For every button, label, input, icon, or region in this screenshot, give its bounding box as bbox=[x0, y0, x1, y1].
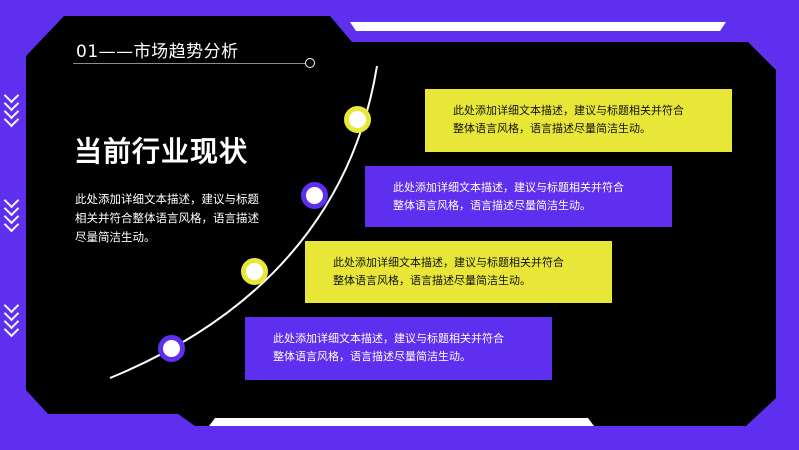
card-text-line: 此处添加详细文本描述，建议与标题相关并符合 bbox=[333, 256, 564, 269]
card-text-line: 此处添加详细文本描述，建议与标题相关并符合 bbox=[273, 332, 504, 345]
top-accent-bar bbox=[350, 22, 726, 31]
card-text-line: 此处添加详细文本描述，建议与标题相关并符合 bbox=[393, 181, 624, 194]
card-text-line: 整体语言风格，语言描述尽量简洁生动。 bbox=[393, 199, 591, 212]
text-card-3: 此处添加详细文本描述，建议与标题相关并符合 整体语言风格，语言描述尽量简洁生动。 bbox=[305, 241, 612, 303]
chevron-group-3 bbox=[3, 297, 22, 338]
text-card-2: 此处添加详细文本描述，建议与标题相关并符合 整体语言风格，语言描述尽量简洁生动。 bbox=[365, 166, 672, 227]
title-underline bbox=[73, 63, 309, 64]
section-number: 01 bbox=[76, 42, 99, 62]
section-title-text: 市场趋势分析 bbox=[133, 42, 239, 62]
card-text-line: 整体语言风格，语言描述尽量简洁生动。 bbox=[273, 350, 471, 363]
timeline-node-2 bbox=[301, 182, 328, 209]
card-text-line: 此处添加详细文本描述，建议与标题相关并符合 bbox=[453, 104, 684, 117]
timeline-node-4 bbox=[158, 335, 185, 362]
chevron-group-2 bbox=[3, 192, 22, 233]
card-text-line: 整体语言风格，语言描述尽量简洁生动。 bbox=[453, 122, 651, 135]
text-card-4: 此处添加详细文本描述，建议与标题相关并符合 整体语言风格，语言描述尽量简洁生动。 bbox=[245, 317, 552, 380]
bottom-tab bbox=[188, 428, 612, 450]
timeline-node-3 bbox=[241, 258, 268, 285]
main-heading: 当前行业现状 bbox=[74, 135, 249, 168]
bottom-accent-bar bbox=[209, 418, 594, 426]
section-dash: —— bbox=[98, 42, 134, 62]
timeline-node-1 bbox=[344, 106, 371, 133]
chevron-group-1 bbox=[3, 87, 22, 128]
text-card-1: 此处添加详细文本描述，建议与标题相关并符合 整体语言风格，语言描述尽量简洁生动。 bbox=[425, 89, 732, 152]
title-dot-icon bbox=[305, 58, 315, 68]
section-title: 01——市场趋势分析 bbox=[76, 37, 239, 62]
main-description: 此处添加详细文本描述，建议与标题相关并符合整体语言风格，语言描述尽量简洁生动。 bbox=[75, 192, 259, 244]
card-text-line: 整体语言风格，语言描述尽量简洁生动。 bbox=[333, 274, 531, 287]
